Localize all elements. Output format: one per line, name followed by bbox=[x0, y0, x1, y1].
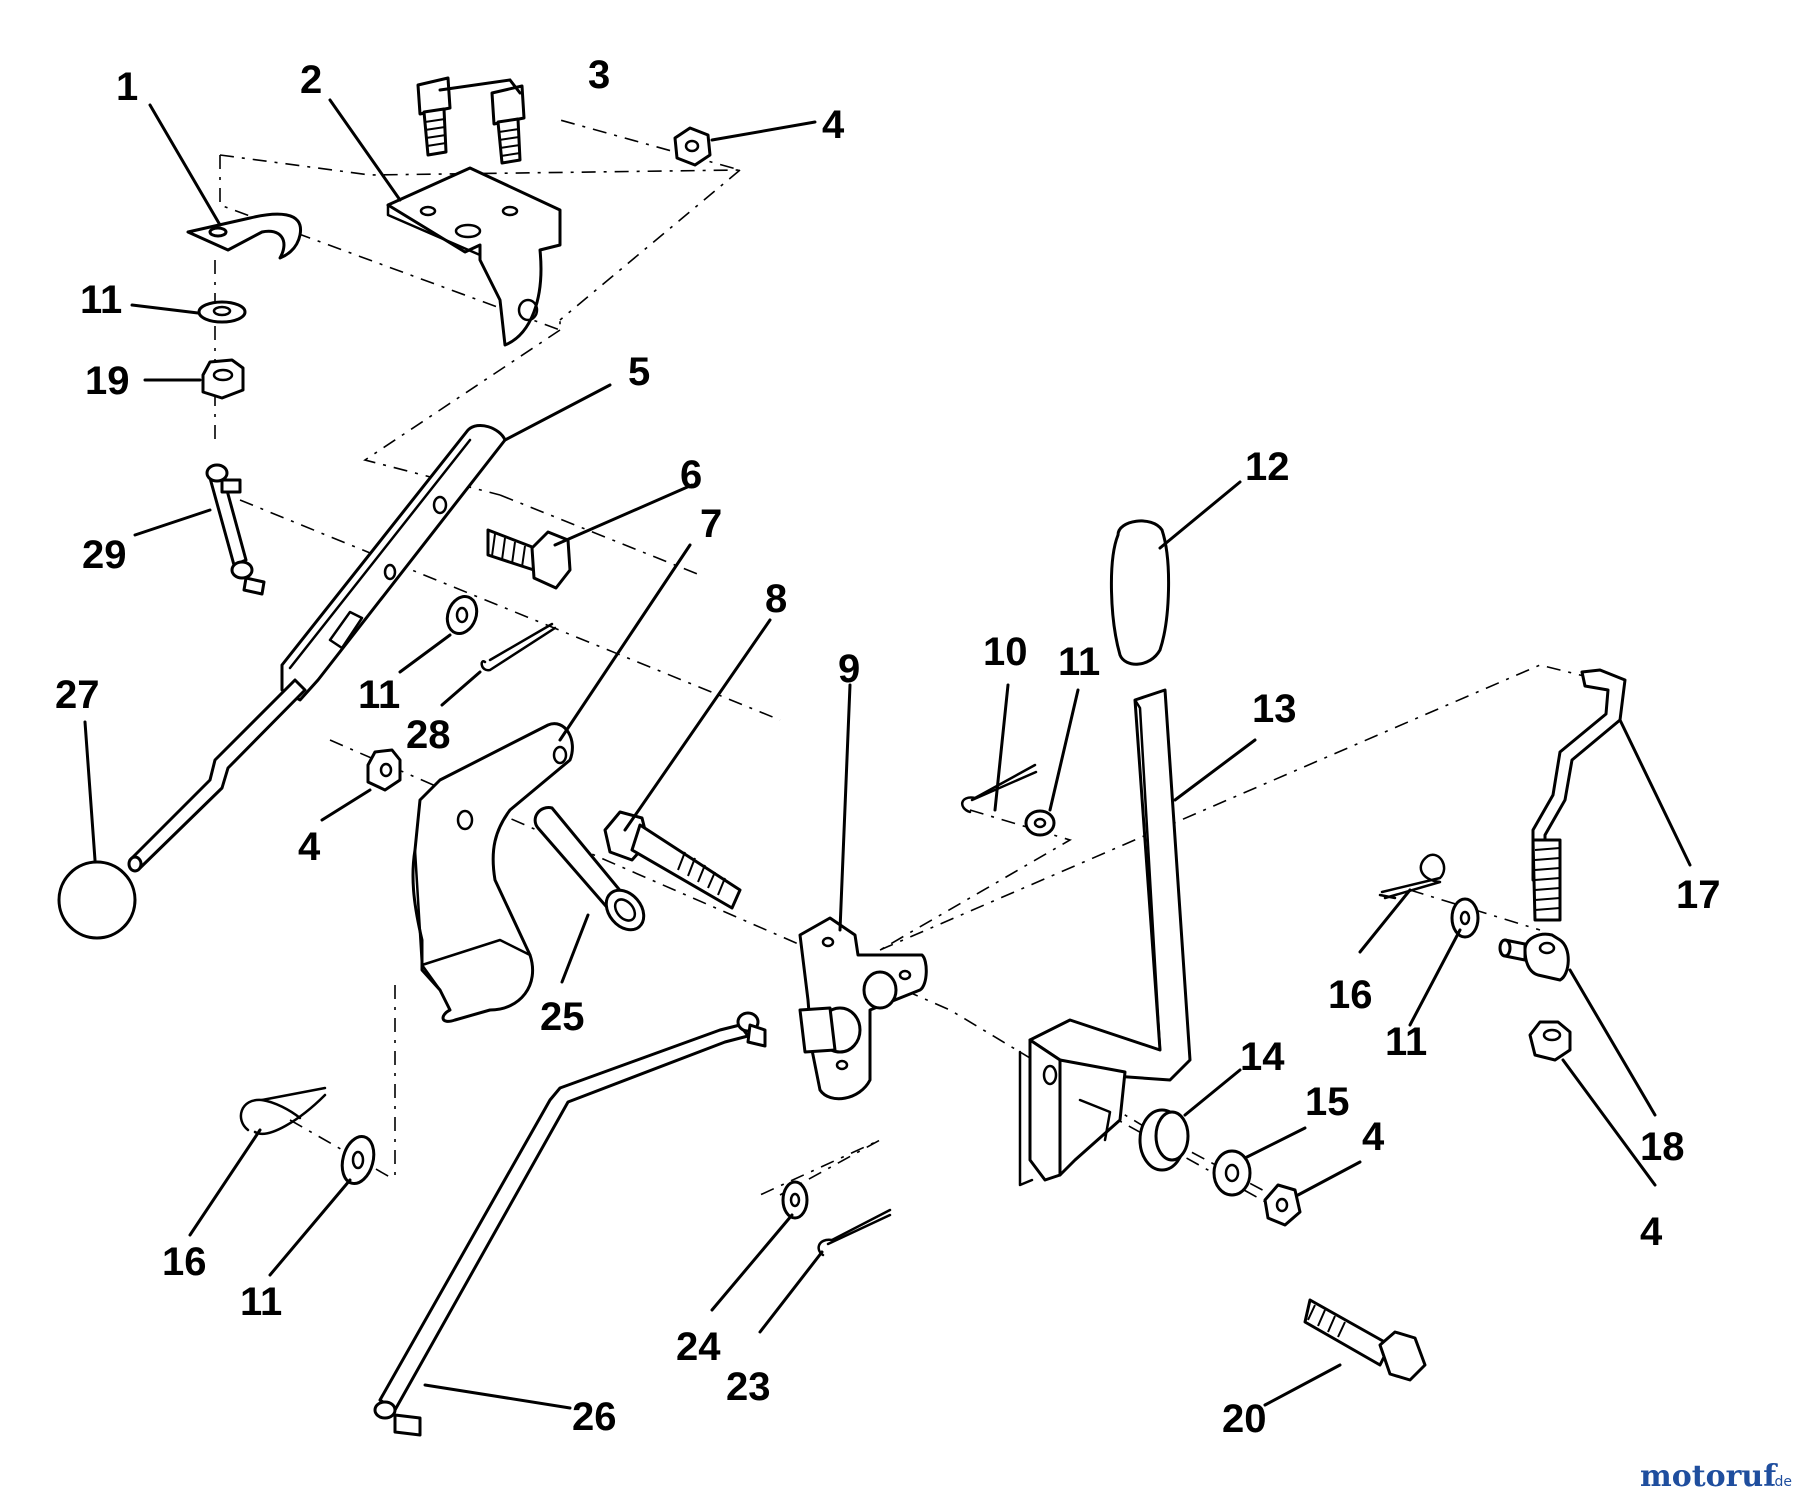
part-18-swivel bbox=[1498, 932, 1570, 982]
part-19-nut bbox=[201, 358, 245, 400]
part-11-washer-e bbox=[340, 1134, 376, 1186]
callout-27: 27 bbox=[55, 673, 100, 717]
callout-17: 17 bbox=[1676, 873, 1721, 917]
callout-labels: 1 2 3 4 11 19 5 6 7 29 27 11 28 4 8 9 10… bbox=[55, 53, 1721, 1441]
callout-26: 26 bbox=[572, 1395, 617, 1439]
part-9-plate bbox=[798, 916, 928, 1101]
callout-24: 24 bbox=[676, 1325, 721, 1369]
callout-19: 19 bbox=[85, 359, 130, 403]
part-13-lever bbox=[1018, 688, 1192, 1187]
part-28-pin bbox=[480, 622, 557, 672]
callout-8: 8 bbox=[765, 577, 787, 621]
part-6-bolt bbox=[486, 528, 572, 590]
callout-11: 11 bbox=[80, 278, 122, 322]
part-7-plate bbox=[411, 722, 574, 1023]
part-2-bracket bbox=[386, 166, 562, 347]
part-11-washer-b bbox=[445, 595, 479, 635]
part-1-clip bbox=[186, 212, 302, 260]
part-17-rod bbox=[1531, 668, 1627, 922]
callout-10: 10 bbox=[983, 630, 1028, 674]
part-3-bolts bbox=[416, 76, 526, 165]
callout-20: 20 bbox=[1222, 1397, 1267, 1441]
callout-29: 29 bbox=[82, 533, 127, 577]
part-11-washer-c bbox=[1024, 809, 1056, 837]
callout-28: 28 bbox=[406, 713, 451, 757]
part-29-link bbox=[205, 463, 266, 596]
callout-23: 23 bbox=[726, 1365, 771, 1409]
part-26-rod bbox=[373, 1011, 767, 1437]
callout-15: 15 bbox=[1305, 1080, 1350, 1124]
callout-2: 2 bbox=[300, 58, 322, 102]
callout-25: 25 bbox=[540, 995, 585, 1039]
part-14-bushing bbox=[1138, 1108, 1190, 1172]
callout-4: 4 bbox=[1640, 1210, 1663, 1254]
callout-4: 4 bbox=[822, 103, 845, 147]
part-16-clip-left bbox=[239, 1086, 327, 1135]
part-5-bar bbox=[280, 424, 507, 702]
callout-3: 3 bbox=[588, 53, 610, 97]
watermark-text: motoruf bbox=[1640, 1459, 1778, 1494]
callout-14: 14 bbox=[1240, 1035, 1285, 1079]
part-10-pin bbox=[961, 763, 1038, 814]
part-20-bolt bbox=[1303, 1298, 1427, 1382]
part-4-nut-far-right bbox=[1528, 1020, 1572, 1062]
callout-12: 12 bbox=[1245, 445, 1290, 489]
callout-4: 4 bbox=[298, 825, 321, 869]
part-12-grip bbox=[1109, 519, 1171, 666]
part-8-bolt bbox=[603, 810, 742, 910]
watermark-suffix: .de bbox=[1770, 1474, 1792, 1490]
part-23-pin bbox=[817, 1208, 892, 1257]
callout-5: 5 bbox=[628, 350, 650, 394]
part-16-clip-right bbox=[1378, 853, 1446, 900]
callout-11: 11 bbox=[240, 1280, 282, 1324]
callout-1: 1 bbox=[116, 65, 138, 109]
part-15-washer bbox=[1212, 1149, 1252, 1197]
callout-18: 18 bbox=[1640, 1125, 1685, 1169]
callout-9: 9 bbox=[838, 647, 860, 691]
callout-7: 7 bbox=[700, 502, 722, 546]
callout-4: 4 bbox=[1362, 1115, 1385, 1159]
part-27-knob bbox=[57, 860, 137, 940]
callout-16: 16 bbox=[1328, 973, 1373, 1017]
callout-6: 6 bbox=[680, 453, 702, 497]
callout-13: 13 bbox=[1252, 687, 1297, 731]
watermark-logo: motoruf .de bbox=[1640, 1459, 1792, 1494]
callout-11: 11 bbox=[358, 673, 400, 717]
callout-11: 11 bbox=[1385, 1020, 1427, 1064]
callout-16: 16 bbox=[162, 1240, 207, 1284]
part-5-rod bbox=[127, 678, 307, 873]
part-4-nut-right bbox=[1263, 1183, 1302, 1227]
part-11-washer-a bbox=[197, 300, 247, 324]
part-11-washer-d bbox=[1450, 897, 1480, 939]
part-4-nut-top bbox=[673, 126, 712, 167]
part-25-tube bbox=[533, 806, 646, 932]
leader-lines bbox=[83, 78, 1692, 1410]
callout-11: 11 bbox=[1058, 640, 1100, 684]
part-24-washer bbox=[781, 1180, 809, 1220]
part-4-nut-mid bbox=[366, 748, 402, 792]
